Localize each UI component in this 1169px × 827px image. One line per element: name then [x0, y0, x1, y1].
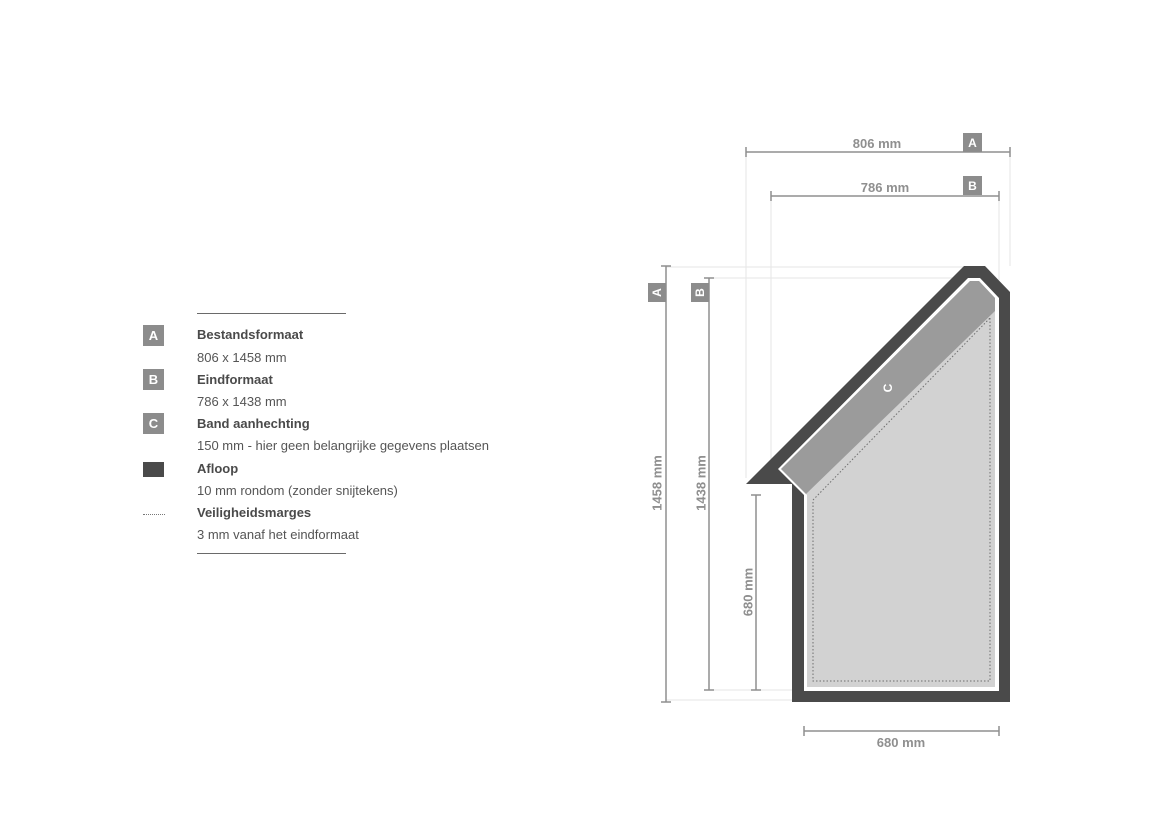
dimension-top-a-letter: A: [968, 136, 977, 150]
dimension-inner-height-label: 680 mm: [741, 568, 756, 616]
dimension-bottom: 680 mm: [803, 726, 1000, 750]
safety-margin-line: [812, 317, 991, 682]
dimension-top-b-letter: B: [968, 179, 977, 193]
dimension-top-a: 806 mm A: [745, 133, 1011, 157]
legend-title-eindformaat: Eindformaat: [197, 372, 273, 387]
legend: A Bestandsformaat 806 x 1458 mm B Eindfo…: [143, 313, 489, 554]
safe-area: [781, 281, 995, 687]
legend-desc-bestandsformaat: 806 x 1458 mm: [197, 350, 287, 365]
band-area: [781, 281, 995, 494]
dimension-left-a: A 1458 mm: [648, 265, 671, 703]
legend-bottom-rule: [197, 553, 346, 554]
dimension-inner-height: 680 mm: [741, 494, 761, 691]
dimension-top-a-label: 806 mm: [853, 136, 901, 151]
legend-desc-eindformaat: 786 x 1438 mm: [197, 394, 287, 409]
dimension-left-b-letter: B: [693, 288, 707, 297]
dimension-left-a-label: 1458 mm: [650, 455, 665, 511]
legend-desc-veiligheidsmarges: 3 mm vanaf het eindformaat: [197, 527, 359, 542]
marker-b-badge: B: [143, 369, 164, 390]
legend-title-band-aanhechting: Band aanhechting: [197, 416, 310, 431]
legend-title-bestandsformaat: Bestandsformaat: [197, 327, 304, 342]
band-label: C: [881, 383, 895, 392]
legend-desc-band-aanhechting: 150 mm - hier geen belangrijke gegevens …: [197, 438, 489, 453]
marker-a-badge: A: [143, 325, 164, 346]
legend-title-veiligheidsmarges: Veiligheidsmarges: [197, 505, 312, 520]
dimension-top-b: 786 mm B: [770, 176, 1000, 201]
marker-c-badge: C: [143, 413, 164, 434]
dimension-left-b-label: 1438 mm: [694, 455, 709, 511]
bleed-swatch-icon: [143, 462, 164, 477]
extension-lines: [666, 152, 1011, 701]
legend-top-rule: [197, 313, 346, 314]
dimension-top-b-label: 786 mm: [861, 180, 909, 195]
legend-title-afloop: Afloop: [197, 461, 239, 476]
dimension-left-a-letter: A: [650, 288, 664, 297]
legend-desc-afloop: 10 mm rondom (zonder snijtekens): [197, 483, 398, 498]
dimension-bottom-label: 680 mm: [877, 735, 925, 750]
dimension-left-b: B 1438 mm: [691, 277, 714, 691]
dotted-line-icon: [143, 514, 165, 515]
